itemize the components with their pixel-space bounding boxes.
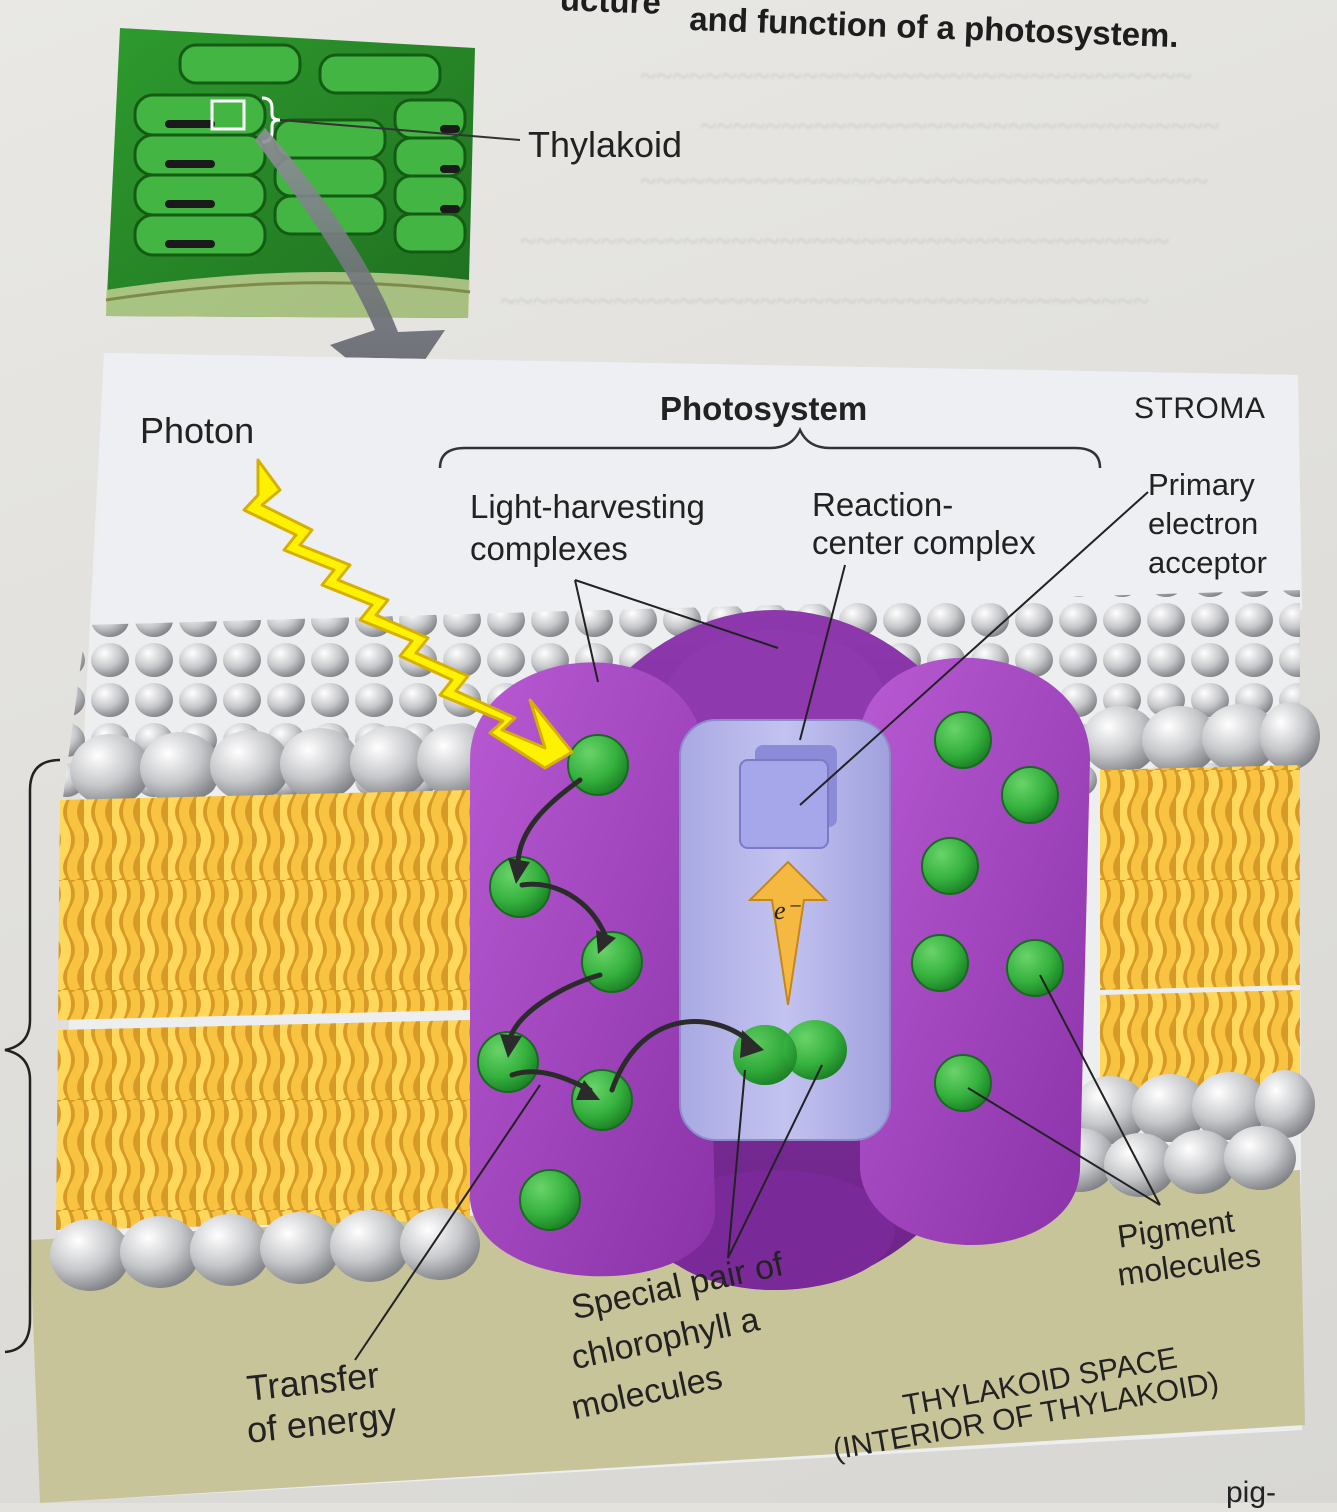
pigment-molecule <box>921 837 979 895</box>
pigment-molecule <box>1006 939 1064 997</box>
thylakoid-label: Thylakoid <box>528 124 683 165</box>
electron-arrow <box>747 860 829 1006</box>
bleed-through-text: ~~~~~~~~~~~~~~~~~~~~~~~~~~~~~~~~~~~~~~~~ <box>520 225 1170 258</box>
pigment-molecule <box>567 734 629 796</box>
page-corner-label: pig- <box>1226 1476 1277 1509</box>
primary-electron-acceptor <box>739 759 829 849</box>
photosystem-label: Photosystem <box>660 390 868 427</box>
pigment-molecule <box>934 1054 992 1112</box>
bleed-through-text: ~~~~~~~~~~~~~~~~~~~~~~~~~~~~~~~~~~~ <box>640 165 1209 198</box>
photosystem-brace <box>438 426 1102 469</box>
pigment-molecule <box>519 1169 581 1231</box>
reaction-center-label-1: Reaction- <box>812 486 954 523</box>
electron-label: e⁻ <box>774 896 800 925</box>
photon-label: Photon <box>140 410 255 451</box>
primary-acceptor-label-2: electron <box>1148 506 1259 541</box>
light-harvesting-label-1: Light-harvesting <box>470 488 705 525</box>
pigment-molecule <box>1001 766 1059 824</box>
pigment-molecule <box>477 1031 539 1093</box>
bleed-through-text: ~~~~~~~~~~~~~~~~~~~~~~~~~~~~~~~~~~~~~~~~ <box>500 285 1150 318</box>
pigment-molecule <box>911 934 969 992</box>
pigment-molecule <box>934 711 992 769</box>
chloroplast-inset <box>105 28 521 318</box>
primary-acceptor-label-1: Primary <box>1148 467 1255 502</box>
special-pair <box>783 1020 847 1080</box>
light-harvesting-label-2: complexes <box>470 530 628 567</box>
bleed-through-text: ~~~~~~~~~~~~~~~~~~~~~~~~~~~~~~~~~~ <box>640 60 1192 93</box>
reaction-center-label-2: center complex <box>812 524 1036 561</box>
primary-acceptor-label-3: acceptor <box>1148 545 1267 580</box>
bleed-through-text: ~~~~~~~~~~~~~~~~~~~~~~~~~~~~~~~~ <box>700 110 1220 143</box>
stroma-label: STROMA <box>1134 392 1266 425</box>
main-diagram-panel <box>30 353 1320 1503</box>
left-bracket <box>4 758 61 1354</box>
photon-zigzag <box>242 458 574 770</box>
zoom-arrow <box>255 128 445 400</box>
